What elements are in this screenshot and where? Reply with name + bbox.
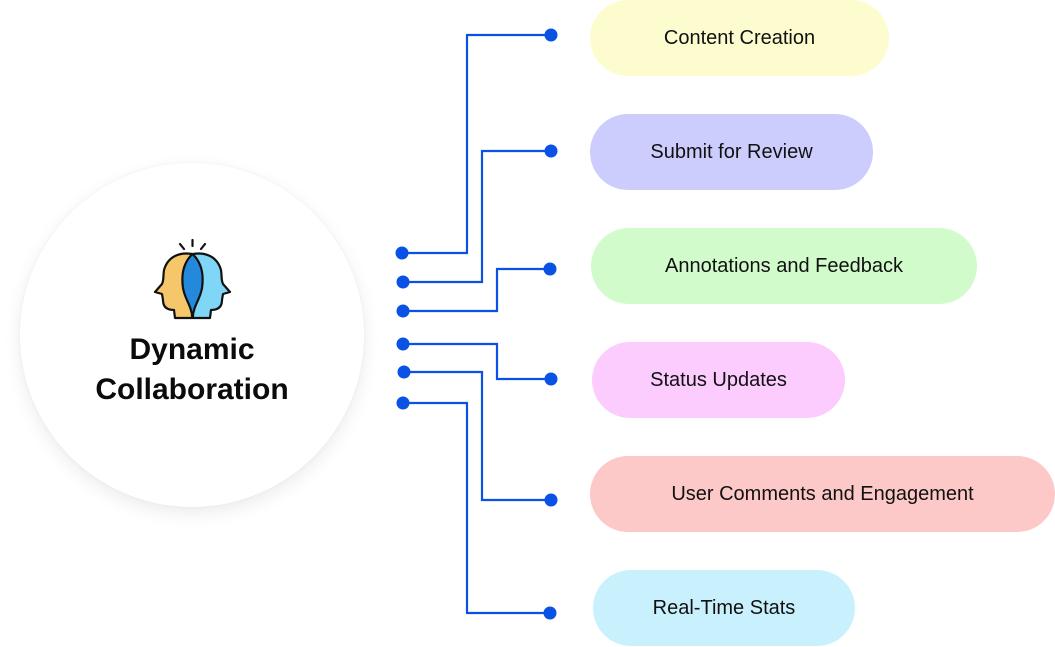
connector-line-6 (403, 401, 550, 615)
step-pill-annotations-and-feedback[interactable]: Annotations and Feedback (591, 228, 977, 304)
step-label: Content Creation (663, 26, 816, 49)
hub-title: Dynamic Collaboration (20, 330, 364, 410)
spark-line-right (199, 242, 207, 251)
connector-line-3 (403, 267, 550, 313)
connector-line-2 (403, 149, 551, 284)
connector-end-dot-4 (544, 372, 558, 386)
hub-title-line1: Dynamic (129, 333, 255, 366)
step-pill-status-updates[interactable]: Status Updates (592, 342, 845, 418)
connector-start-dot-6 (396, 396, 410, 410)
spark-line-left (178, 242, 186, 251)
two-heads-collaboration-icon (153, 238, 232, 320)
step-pill-real-time-stats[interactable]: Real-Time Stats (593, 570, 855, 646)
step-label: Annotations and Feedback (665, 254, 903, 277)
connector-start-dot-4 (396, 337, 410, 351)
connector-end-dot-2 (544, 144, 558, 158)
hub-circle (20, 163, 364, 507)
connector-end-dot-5 (544, 493, 558, 507)
hub-title-line2: Collaboration (95, 373, 289, 406)
step-label: Submit for Review (650, 140, 813, 163)
step-pill-content-creation[interactable]: Content Creation (590, 0, 889, 76)
connector-start-dot-5 (397, 365, 411, 379)
connector-start-dot-2 (396, 275, 410, 289)
connector-end-dot-1 (544, 28, 558, 42)
step-pill-user-comments-and-engagement[interactable]: User Comments and Engagement (590, 456, 1055, 532)
step-pill-submit-for-review[interactable]: Submit for Review (590, 114, 873, 190)
connector-end-dot-3 (543, 262, 557, 276)
connector-start-dot-3 (396, 304, 410, 318)
shared-mind (181, 252, 204, 320)
connector-line-4 (403, 342, 551, 381)
connector-start-dot-1 (395, 246, 409, 260)
step-label: Status Updates (650, 368, 787, 391)
step-label: User Comments and Engagement (671, 482, 974, 505)
connector-line-5 (404, 370, 551, 502)
connector-end-dot-6 (543, 606, 557, 620)
step-label: Real-Time Stats (652, 596, 796, 619)
connector-line-1 (402, 33, 551, 255)
